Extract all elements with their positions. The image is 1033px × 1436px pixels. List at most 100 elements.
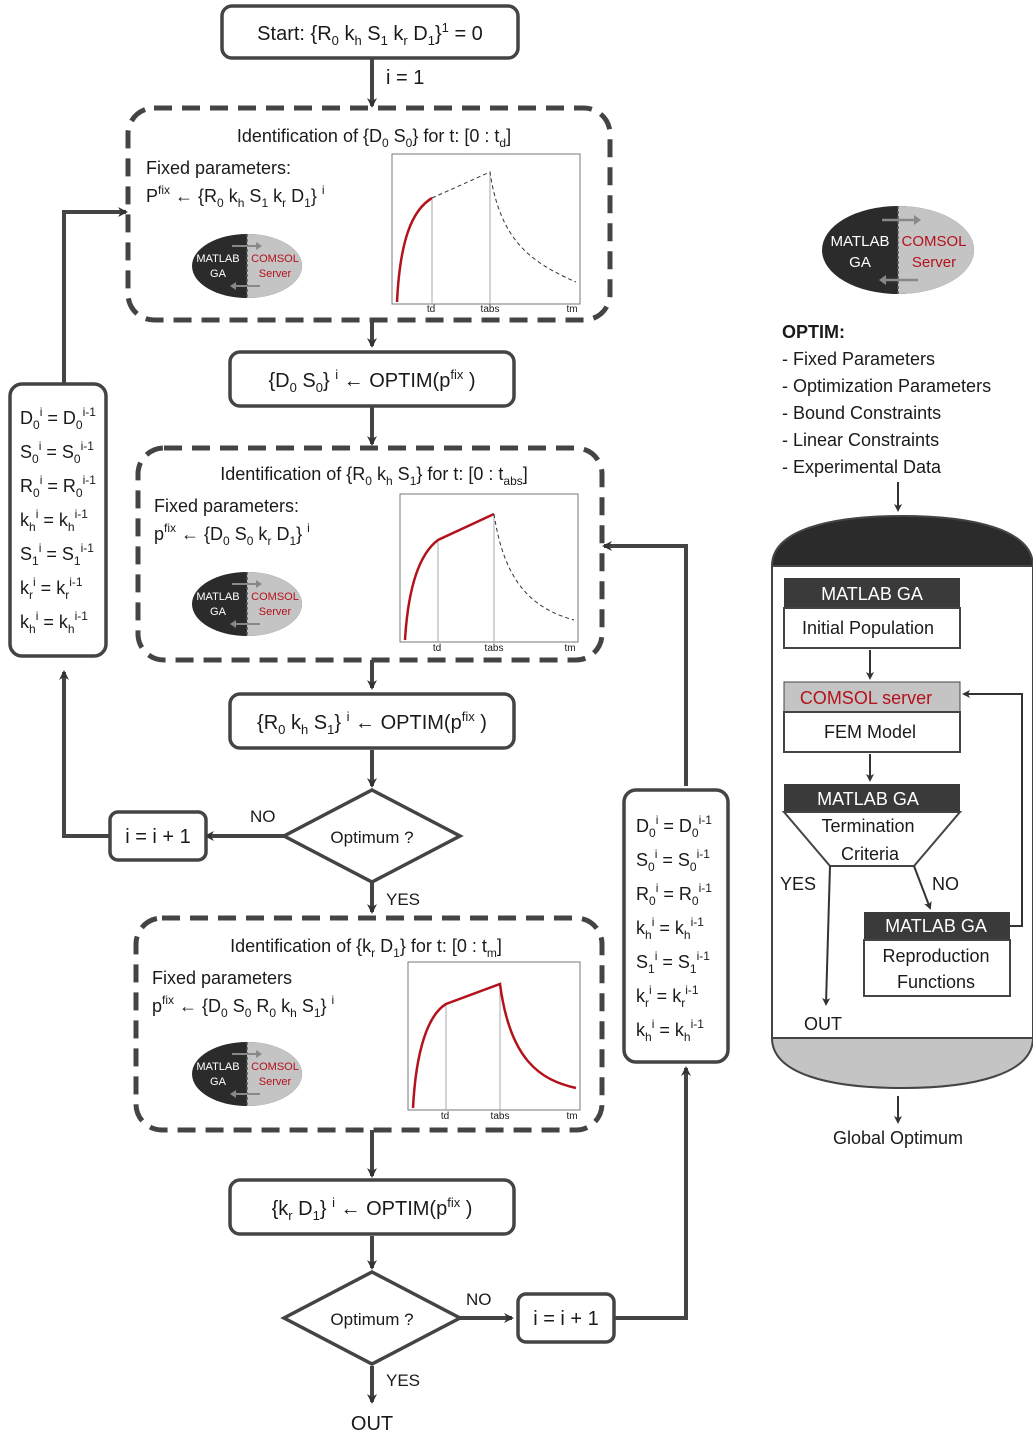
stage-2-fit-curve bbox=[403, 512, 495, 641]
global-optimum-label: Global Optimum bbox=[833, 1128, 963, 1148]
svg-text:Optimum ?: Optimum ? bbox=[330, 828, 413, 847]
ga-comsol-header: COMSOL server bbox=[800, 688, 932, 708]
svg-text:{kr D1} i ← OPTIM(pfix ): {kr D1} i ← OPTIM(pfix ) bbox=[272, 1195, 473, 1223]
right-update-row: S0i = S0i-1 bbox=[636, 847, 710, 874]
svg-text:GA: GA bbox=[849, 254, 871, 271]
optim-legend-heading: OPTIM: bbox=[782, 322, 845, 342]
svg-text:Server: Server bbox=[259, 268, 292, 280]
decision-1-yes: YES bbox=[386, 890, 420, 909]
svg-text:MATLAB: MATLAB bbox=[196, 1061, 239, 1073]
decision-2-yes: YES bbox=[386, 1371, 420, 1390]
ga-termination-line2: Criteria bbox=[841, 844, 900, 864]
stage-1-identification: Identification of {D0 S0} for t: [0 : td… bbox=[125, 105, 613, 323]
svg-text:tabs: tabs bbox=[485, 643, 504, 654]
svg-text:Server: Server bbox=[912, 254, 956, 271]
stage-2-remaining-curve bbox=[493, 513, 575, 621]
ga-flow: MATLAB GA Initial Population COMSOL serv… bbox=[780, 578, 1023, 1034]
svg-text:Server: Server bbox=[259, 606, 292, 618]
right-update-row: R0i = R0i-1 bbox=[636, 881, 712, 908]
decision-1-no: NO bbox=[250, 807, 276, 826]
legend-item: - Fixed Parameters bbox=[782, 349, 935, 369]
increment-step-1: i = i + 1 bbox=[108, 810, 208, 862]
svg-text:tabs: tabs bbox=[491, 1111, 510, 1122]
ga-reproduction-line2: Functions bbox=[897, 972, 975, 992]
svg-text:Server: Server bbox=[259, 1076, 292, 1088]
stage-1-fit-curve bbox=[395, 196, 433, 303]
right-update-row: S1i = S1i-1 bbox=[636, 949, 710, 976]
svg-text:COMSOL: COMSOL bbox=[251, 591, 299, 603]
solver-badge-2: MATLAB GA COMSOL Server bbox=[191, 571, 303, 637]
svg-text:MATLAB: MATLAB bbox=[196, 253, 239, 265]
optim-legend: OPTIM: - Fixed Parameters - Optimization… bbox=[782, 322, 991, 477]
ga-yes-label: YES bbox=[780, 874, 816, 894]
svg-text:Start: {R0 kh S1 kr D1}1 = 0: Start: {R0 kh S1 kr D1}1 = 0 bbox=[257, 20, 483, 48]
svg-text:MATLAB: MATLAB bbox=[196, 591, 239, 603]
stage-2-response-chart: td tabs tm bbox=[399, 493, 579, 654]
out-terminal: OUT bbox=[351, 1413, 393, 1435]
svg-text:td: td bbox=[427, 304, 435, 315]
stage-2-fixed-label: Fixed parameters: bbox=[154, 496, 299, 516]
solver-badge-1: MATLAB GA COMSOL Server bbox=[191, 233, 303, 299]
svg-text:GA: GA bbox=[210, 1076, 227, 1088]
stage-1-fixed-label: Fixed parameters: bbox=[146, 158, 291, 178]
left-update-row: S0i = S0i-1 bbox=[20, 439, 94, 466]
left-update-row: khi = khi-1 bbox=[20, 609, 88, 636]
legend-item: - Experimental Data bbox=[782, 457, 942, 477]
stage-3-pfix: pfix ← {D0 S0 R0 kh S1} i bbox=[152, 993, 334, 1020]
right-update-row: khi = khi-1 bbox=[636, 915, 704, 942]
ga-out-label: OUT bbox=[804, 1014, 842, 1034]
decision-2-no: NO bbox=[466, 1290, 492, 1309]
ga-reproduction-header: MATLAB GA bbox=[885, 916, 987, 936]
ga-reproduction-line1: Reproduction bbox=[882, 946, 989, 966]
svg-text:{R0 kh S1} i ← OPTIM(pfix ): {R0 kh S1} i ← OPTIM(pfix ) bbox=[257, 709, 487, 737]
ga-initial-population: Initial Population bbox=[802, 618, 934, 638]
svg-text:i = i + 1: i = i + 1 bbox=[125, 826, 191, 848]
stage-3-identification: Identification of {kr D1} for t: [0 : tm… bbox=[133, 915, 605, 1133]
svg-text:GA: GA bbox=[210, 606, 227, 618]
svg-text:MATLAB: MATLAB bbox=[831, 233, 890, 250]
left-update-row: R0i = R0i-1 bbox=[20, 473, 96, 500]
stage-2-title: Identification of {R0 kh S1} for t: [0 :… bbox=[220, 464, 528, 488]
legend-item: - Optimization Parameters bbox=[782, 376, 991, 396]
left-update-row: D0i = D0i-1 bbox=[20, 405, 96, 432]
svg-text:COMSOL: COMSOL bbox=[901, 233, 966, 250]
legend-solver-badge: MATLAB GA COMSOL Server bbox=[822, 206, 974, 294]
svg-text:td: td bbox=[433, 643, 441, 654]
stage-3-response-chart: td tabs tm bbox=[407, 961, 581, 1122]
decision-optimum-2: Optimum ? NO YES bbox=[280, 1270, 492, 1390]
right-update-row: khi = khi-1 bbox=[636, 1017, 704, 1044]
solver-badge-3: MATLAB GA COMSOL Server bbox=[191, 1041, 303, 1107]
right-update-row: D0i = D0i-1 bbox=[636, 813, 712, 840]
svg-text:tm: tm bbox=[566, 1111, 577, 1122]
stage-3-fit-curve bbox=[411, 982, 577, 1109]
ga-initial-header: MATLAB GA bbox=[821, 584, 923, 604]
svg-text:{D0 S0} i ← OPTIM(pfix ): {D0 S0} i ← OPTIM(pfix ) bbox=[268, 367, 475, 395]
svg-text:tm: tm bbox=[566, 304, 577, 315]
stage-1-response-chart: td tabs tm bbox=[391, 153, 581, 315]
stage-3-title: Identification of {kr D1} for t: [0 : tm… bbox=[230, 936, 502, 960]
svg-text:COMSOL: COMSOL bbox=[251, 253, 299, 265]
decision-optimum-1: Optimum ? NO YES bbox=[250, 788, 464, 909]
ga-termination-header: MATLAB GA bbox=[817, 789, 919, 809]
stage-2-pfix: pfix ← {D0 S0 kr D1} i bbox=[154, 521, 310, 548]
left-update-row: khi = khi-1 bbox=[20, 507, 88, 534]
optim-step-1: {D0 S0} i ← OPTIM(pfix ) bbox=[228, 350, 516, 408]
ga-fem-model: FEM Model bbox=[824, 722, 916, 742]
stage-1-pfix: Pfix ← {R0 kh S1 kr D1} i bbox=[146, 183, 325, 210]
left-update-row: S1i = S1i-1 bbox=[20, 541, 94, 568]
stage-3-fixed-label: Fixed parameters bbox=[152, 968, 292, 988]
start-node: Start: {R0 kh S1 kr D1}1 = 0 bbox=[220, 4, 520, 60]
svg-text:i = i + 1: i = i + 1 bbox=[533, 1308, 599, 1330]
svg-text:tabs: tabs bbox=[481, 304, 500, 315]
legend-item: - Bound Constraints bbox=[782, 403, 941, 423]
svg-text:tm: tm bbox=[564, 643, 575, 654]
svg-text:td: td bbox=[441, 1111, 449, 1122]
legend-item: - Linear Constraints bbox=[782, 430, 939, 450]
ga-no-label: NO bbox=[932, 874, 959, 894]
ga-termination-line1: Termination bbox=[821, 816, 914, 836]
optim-step-3: {kr D1} i ← OPTIM(pfix ) bbox=[228, 1178, 516, 1236]
stage-1-remaining-curve bbox=[431, 171, 577, 283]
